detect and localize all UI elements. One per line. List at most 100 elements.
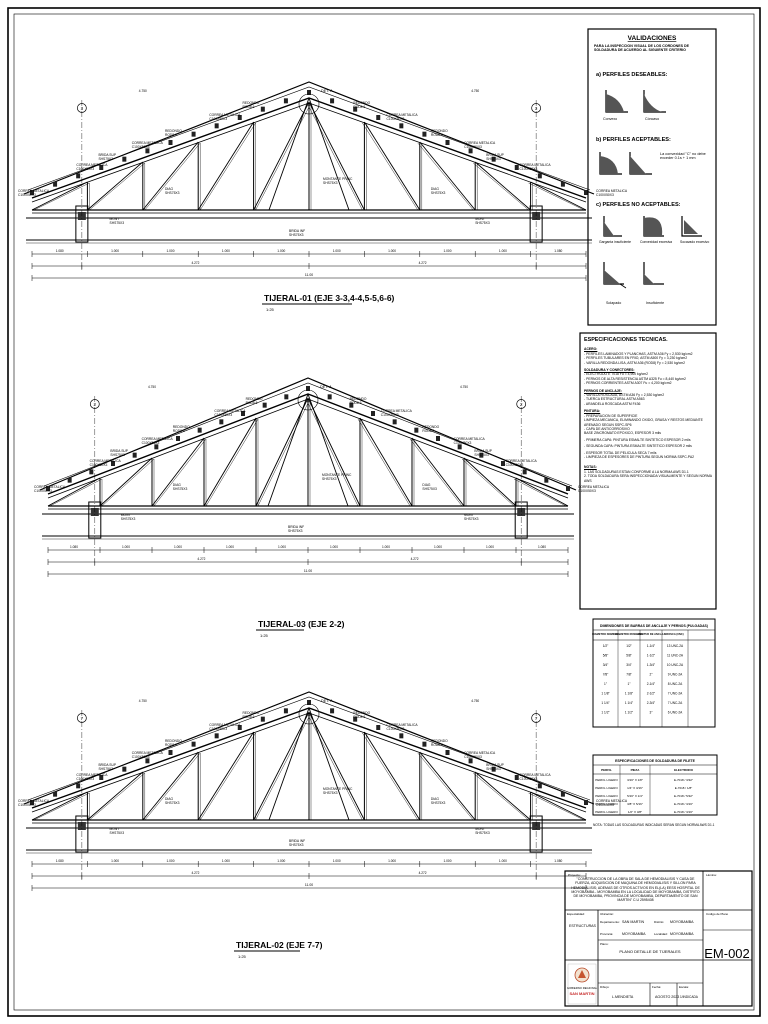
purlin-mark bbox=[584, 190, 588, 195]
purlin-mark bbox=[560, 181, 565, 187]
table2-cell: 1/4" X 3/16" bbox=[627, 786, 643, 790]
table1-cell: 1" bbox=[604, 682, 607, 686]
tb-provincia-label: Provincia: bbox=[600, 932, 613, 936]
diagonal-member bbox=[364, 731, 421, 821]
validations-c-item-1: Garganta insuficiente bbox=[599, 240, 631, 244]
dimension-value: 1.000 bbox=[499, 859, 507, 863]
roof-cover-line bbox=[27, 696, 591, 801]
purlin-mark bbox=[491, 766, 496, 772]
specs-notas-line-2: 2. TODA SOLDADURA SERA INSPECCIONADA VIS… bbox=[584, 474, 712, 483]
validations-intro: PARA LA INSPECCION VISUAL DE LOS CORDONE… bbox=[594, 44, 690, 53]
sheet-border bbox=[7, 7, 761, 1017]
detail-circle bbox=[298, 703, 320, 725]
table2-cell: E-7018 / 1/8" bbox=[675, 786, 692, 790]
table1-cell: 1/2" bbox=[603, 644, 609, 648]
purlin-mark bbox=[111, 461, 115, 466]
purlin-mark bbox=[399, 123, 404, 129]
tb-departamento: SAN MARTIN bbox=[622, 920, 645, 924]
axis-bubble bbox=[77, 713, 87, 723]
tb-plano-label: Plano: bbox=[600, 942, 609, 946]
diagonal-member bbox=[308, 101, 365, 211]
diagonal-member bbox=[307, 397, 361, 507]
diagonal-member-inner bbox=[101, 458, 155, 507]
tb-codigo-label: Código de Plano bbox=[706, 912, 729, 916]
diagonal-member bbox=[419, 751, 476, 821]
truss-scale-1: 1:25 bbox=[266, 307, 275, 312]
table2-title: ESPECIFICACIONES DE SOLDADURA DE FILETE bbox=[615, 759, 695, 763]
table1-cell: 3/4" bbox=[603, 663, 609, 667]
table1-cell: 1 1/2" bbox=[601, 711, 609, 715]
purlin-mark bbox=[176, 436, 180, 441]
dimension-value: 1.080 bbox=[538, 545, 546, 549]
table1-cell: 1-3/4" bbox=[647, 663, 655, 667]
purlin-mark bbox=[30, 190, 34, 195]
diagonal-member bbox=[99, 457, 153, 507]
specs-pintura-line-7: - ESPESOR TOTAL DE PELICULA SECA 7 mils bbox=[584, 450, 657, 455]
table1-cell: 3/4" bbox=[626, 663, 632, 667]
specs-pintura-line-2: LIMPIEZA MECANICA, ELIMINANDO OXIDO, GRA… bbox=[584, 418, 703, 427]
dimension-value: 1.080 bbox=[56, 249, 64, 253]
diagonal-member bbox=[151, 437, 205, 507]
dimension-value: 1.000 bbox=[277, 249, 285, 253]
dimension-sub-left: 4.272 bbox=[191, 261, 199, 265]
tb-fecha-label: Fecha: bbox=[652, 985, 661, 989]
purlin-mark bbox=[132, 452, 137, 458]
specs-pernos-line-2: - TUERCA ESTRUCTURAL ASTM A563 bbox=[584, 397, 645, 402]
purlin-mark bbox=[214, 123, 219, 129]
table1-cell: 2" bbox=[650, 673, 653, 677]
table2-cell: E-7018 / 5/32" bbox=[674, 794, 693, 798]
axis-label: 3 bbox=[535, 106, 538, 111]
purlin-mark bbox=[468, 758, 473, 764]
diagonal-member-inner bbox=[362, 122, 418, 211]
specs-sold-heading: SOLDADURA Y CONECTORES: bbox=[584, 368, 635, 373]
validations-c-item-2: Convexidad excesiva bbox=[640, 240, 672, 244]
dimension-value: 1.080 bbox=[56, 859, 64, 863]
purlin-mark bbox=[122, 156, 127, 162]
purlin-mark bbox=[99, 775, 104, 780]
specs-notas-heading: NOTAS: bbox=[584, 465, 597, 470]
dimension-value: 1.000 bbox=[330, 545, 338, 549]
table2-cell: 1/2" X 3/8" bbox=[628, 810, 642, 814]
diagonal-member-inner bbox=[89, 772, 145, 821]
column-support bbox=[529, 205, 543, 243]
diagonal-member bbox=[87, 771, 144, 821]
tb-fecha: AGOSTO 2023 bbox=[655, 995, 679, 999]
purlin-mark bbox=[560, 791, 565, 797]
table2-cell: 3/16" X 1/8" bbox=[627, 778, 643, 782]
dimension-sub-left: 4.272 bbox=[197, 557, 205, 561]
table2-cell: E-7018 / 3/32" bbox=[674, 778, 693, 782]
table1-cell: 1" bbox=[628, 682, 631, 686]
table1-cell: 1 1/4" bbox=[625, 701, 633, 705]
diagonal-member-inner bbox=[409, 438, 463, 507]
tb-gobierno: GOBIERNO REGIONAL bbox=[567, 986, 598, 990]
weld-unacceptable-4-icon bbox=[603, 262, 627, 289]
dimension-total: 11.00 bbox=[305, 883, 313, 887]
apex-diagonal bbox=[308, 707, 350, 821]
dimension-value: 1.000 bbox=[333, 249, 341, 253]
tb-proyecto: "CONSTRUCCION DE LA OBRA DE SALA DE HEMO… bbox=[571, 877, 700, 903]
diagonal-member-inner bbox=[33, 182, 90, 211]
table2-cell: E-7018 / 3/16" bbox=[674, 802, 693, 806]
purlin-mark bbox=[353, 106, 358, 112]
validations-a-label: a) PERFILES DESEABLES: bbox=[596, 72, 668, 78]
specs-pintura-line-8: - LIMPIEZA DE ESPESORES DE PINTURA SEGUN… bbox=[584, 454, 694, 459]
axis-label: 2 bbox=[520, 402, 523, 407]
truss-scale-2: 1:25 bbox=[238, 954, 247, 959]
apex-diagonal bbox=[307, 393, 349, 507]
diagonal-member bbox=[203, 417, 257, 507]
